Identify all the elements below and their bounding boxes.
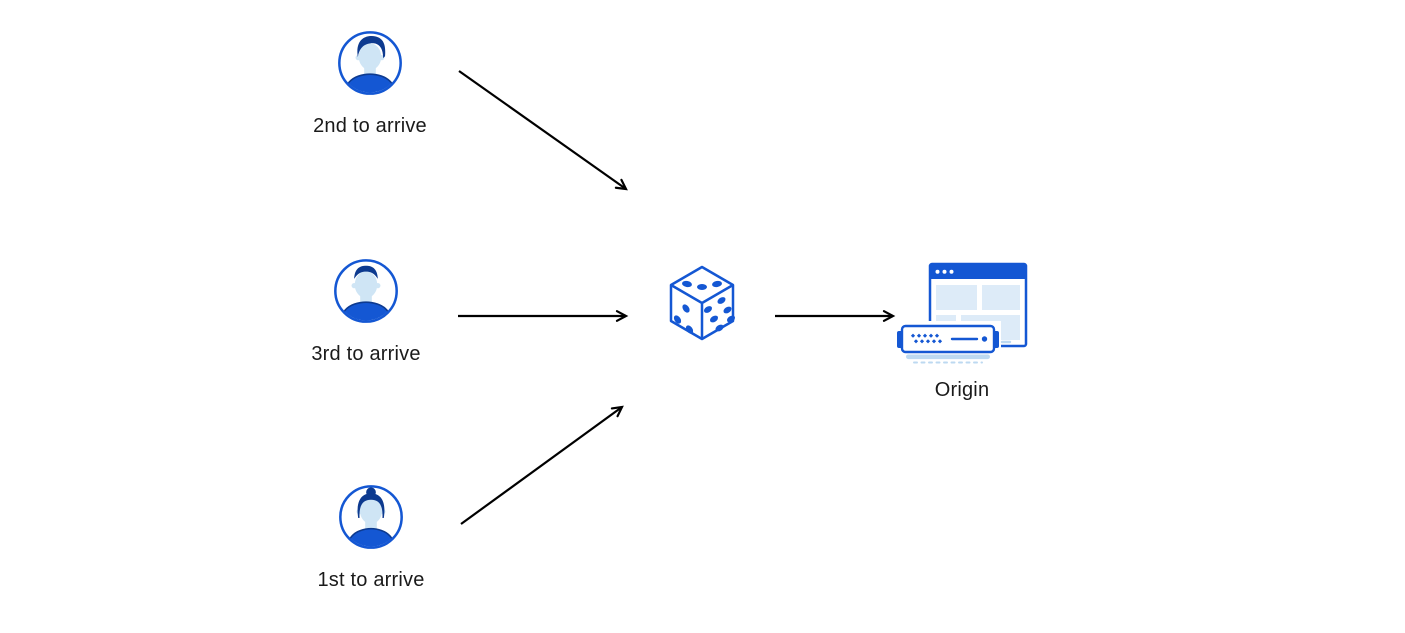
window-dot-icon xyxy=(935,269,940,274)
man-swept-hair-avatar-icon xyxy=(338,31,402,95)
window-dot-icon xyxy=(949,269,954,274)
origin-label: Origin xyxy=(934,379,990,401)
dice-node xyxy=(667,264,737,342)
dice-icon xyxy=(669,265,736,341)
server-grille-dots xyxy=(910,333,943,344)
arrow-client-2nd-to-dice xyxy=(458,70,628,191)
client-node-1st-to-arrive: 1st to arrive xyxy=(305,484,437,591)
client-label: 2nd to arrive xyxy=(313,115,427,137)
arrow-client-1st-to-dice xyxy=(460,405,624,525)
client-label: 3rd to arrive xyxy=(311,343,421,365)
origin-node: Origin xyxy=(896,262,1028,401)
window-dot-icon xyxy=(942,269,947,274)
client-label: 1st to arrive xyxy=(317,569,425,591)
origin-server-icon xyxy=(897,262,1028,364)
woman-bun-avatar-icon xyxy=(339,485,403,549)
man-short-hair-avatar-icon xyxy=(334,259,398,323)
client-node-3rd-to-arrive: 3rd to arrive xyxy=(300,258,432,365)
client-node-2nd-to-arrive: 2nd to arrive xyxy=(304,30,436,137)
